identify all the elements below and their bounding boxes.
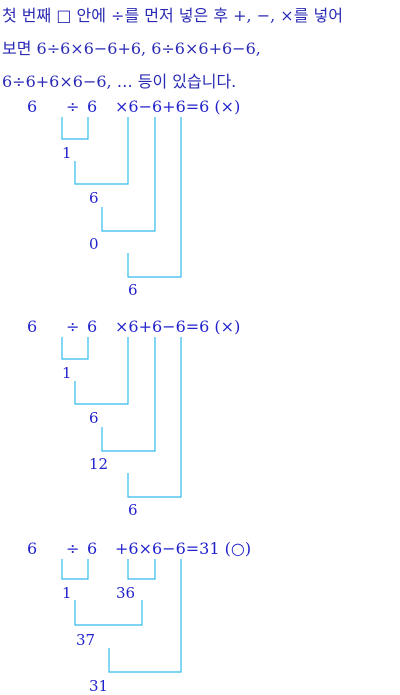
bracket-step-4 — [127, 117, 182, 278]
expression-rest: ×6−6+6=6 (×) — [115, 97, 241, 116]
step-result-1: 1 — [62, 364, 72, 382]
step-result-3: 12 — [89, 455, 109, 473]
bracket-step-3 — [101, 337, 156, 452]
expression-rest: +6×6−6=31 (○) — [115, 539, 252, 558]
step-result-2: 6 — [89, 409, 99, 427]
step-result-1: 1 — [62, 144, 72, 162]
bracket-step-3 — [101, 117, 156, 232]
step-result-2: 6 — [89, 189, 99, 207]
operand-2: 6 — [87, 97, 98, 116]
operand-1: 6 — [27, 97, 38, 116]
division-sign: ÷ — [66, 317, 80, 336]
intro-line-1: 첫 번째 □ 안에 ÷를 먼저 넣은 후 +, −, ×를 넣어 — [2, 6, 343, 25]
operand-1: 6 — [27, 317, 38, 336]
bracket-step-4 — [108, 559, 182, 673]
step-result-3: 37 — [76, 631, 96, 649]
division-sign: ÷ — [66, 539, 80, 558]
bracket-step-1 — [61, 559, 89, 580]
bracket-step-3 — [74, 600, 143, 626]
step-result-4: 31 — [89, 677, 109, 695]
division-sign: ÷ — [66, 97, 80, 116]
bracket-step-1 — [61, 117, 89, 140]
bracket-step-2 — [74, 117, 129, 185]
intro-line-3: 6÷6+6×6−6, … 등이 있습니다. — [2, 72, 237, 91]
operand-2: 6 — [87, 317, 98, 336]
step-result-4: 6 — [128, 501, 138, 519]
step-result-3: 0 — [89, 235, 99, 253]
step-result-2: 36 — [116, 584, 136, 602]
operand-2: 6 — [87, 539, 98, 558]
step-result-1: 1 — [62, 584, 72, 602]
intro-line-2: 보면 6÷6×6−6+6, 6÷6×6+6−6, — [2, 39, 261, 58]
bracket-step-4 — [127, 337, 182, 498]
bracket-step-2 — [74, 337, 129, 405]
step-result-4: 6 — [128, 281, 138, 299]
bracket-step-1 — [61, 337, 89, 360]
expression-rest: ×6+6−6=6 (×) — [115, 317, 241, 336]
operand-1: 6 — [27, 539, 38, 558]
bracket-step-2 — [127, 559, 156, 580]
